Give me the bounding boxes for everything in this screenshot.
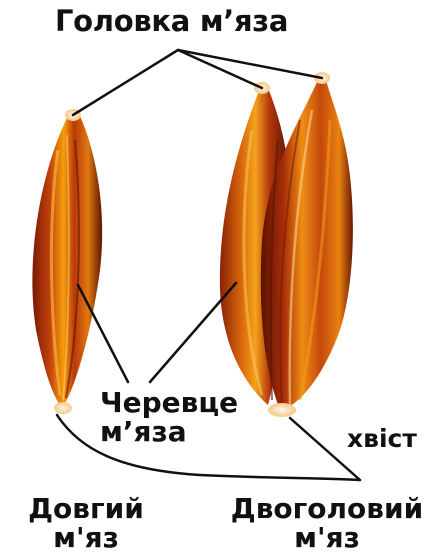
leader-head-biceps-right: [178, 50, 322, 78]
label-biceps-muscle-line2: м'яз: [212, 523, 442, 552]
label-biceps-muscle-line1: Двоголовий: [212, 494, 442, 523]
leader-head-biceps-left: [178, 50, 262, 88]
biceps-tail-tendon: [268, 403, 296, 417]
long-muscle: [32, 109, 102, 414]
label-muscle-belly-line1: Черевце: [100, 388, 238, 417]
label-tail: хвіст: [347, 426, 417, 452]
biceps-muscle: [220, 72, 353, 417]
label-long-muscle-line2: м'яз: [6, 523, 166, 552]
label-long-muscle-line1: Довгий: [6, 494, 166, 523]
label-biceps-muscle: Двоголовий м'яз: [212, 494, 442, 553]
leader-head-long: [73, 50, 178, 115]
leader-belly-biceps: [150, 283, 236, 382]
label-muscle-belly-line2: м’яза: [100, 417, 238, 446]
label-long-muscle: Довгий м'яз: [6, 494, 166, 553]
label-muscle-head: Головка м’яза: [55, 6, 288, 36]
label-muscle-belly: Черевце м’яза: [100, 388, 238, 447]
long-muscle-tail-tendon: [54, 402, 72, 414]
